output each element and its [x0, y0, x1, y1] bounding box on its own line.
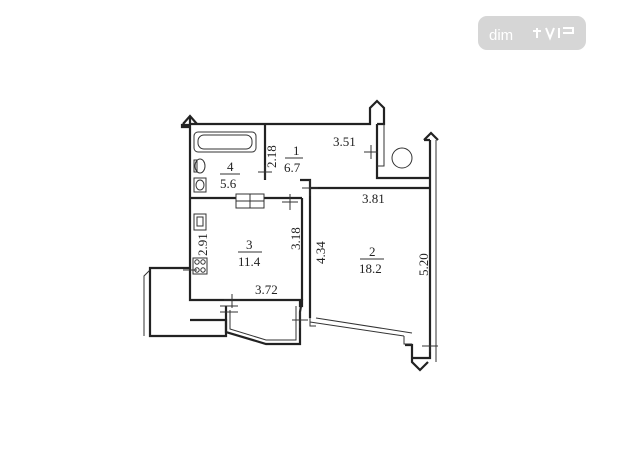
- room-1-area: 6.7: [284, 160, 301, 175]
- dim-2-18: 2.18: [264, 145, 279, 168]
- dim-2-91: 2.91: [195, 233, 210, 256]
- wall-kitchen-room: [300, 188, 312, 318]
- room-1-number: 1: [293, 143, 300, 158]
- room-4-label: 4 5.6: [220, 159, 240, 191]
- fixtures: [192, 131, 413, 275]
- room-4-number: 4: [227, 159, 234, 174]
- balcony-door: [220, 305, 238, 313]
- room-2-area: 18.2: [359, 261, 382, 276]
- tick-3: [282, 194, 298, 210]
- window-room-jambs: [309, 318, 412, 345]
- dim-3-18: 3.18: [288, 227, 303, 250]
- room-4-area: 5.6: [220, 176, 237, 191]
- loggia-left-outline: [148, 266, 228, 338]
- wall-east: [412, 140, 432, 360]
- washing-machine-icon: [235, 193, 265, 209]
- watermark: dim: [478, 16, 586, 50]
- room-3-area: 11.4: [238, 254, 261, 269]
- dim-3-51: 3.51: [333, 134, 356, 149]
- sink-icon: [193, 213, 207, 231]
- room-2-label: 2 18.2: [359, 244, 384, 276]
- room-2-number: 2: [369, 244, 376, 259]
- loggia-left: [143, 266, 228, 338]
- dim-5-20: 5.20: [416, 253, 431, 276]
- room-3-label: 3 11.4: [238, 237, 262, 269]
- outer-walls: [180, 99, 439, 372]
- window-room-inner: [309, 321, 405, 337]
- tick-1: [364, 145, 378, 159]
- tick-8: [422, 340, 438, 352]
- watermark-text: dim: [489, 27, 513, 44]
- balcony-kitchen-outline: [224, 299, 304, 346]
- wall-north: [190, 99, 386, 126]
- tick-7: [292, 312, 308, 328]
- washbasin-icon: [193, 177, 207, 193]
- ventilation-shaft-icon: [391, 147, 413, 169]
- tick-6: [224, 294, 240, 308]
- bathtub-icon: [193, 131, 257, 153]
- wall-break-bottom-right: [405, 343, 429, 372]
- tick-4: [302, 180, 318, 196]
- wall-break-top-right: [423, 131, 439, 142]
- stove-icon: [192, 257, 208, 275]
- room-labels: 1 6.7 2 18.2 3 11.4 4 5.6: [220, 143, 384, 276]
- wall-break-top-left: [182, 114, 198, 125]
- watermark-badge: [478, 16, 586, 50]
- room-1-label: 1 6.7: [284, 143, 303, 175]
- dimension-labels: 3.51 2.18 3.81 3.18 4.34 5.20 2.91 3.72: [195, 134, 431, 297]
- balcony-kitchen-inner: [229, 306, 297, 341]
- dimension-ticks: [183, 145, 438, 352]
- balcony-kitchen: [220, 299, 304, 346]
- room-3-number: 3: [246, 237, 253, 252]
- tick-2: [258, 165, 272, 179]
- wall-west: [180, 116, 304, 308]
- wall-hall-room: [300, 178, 430, 190]
- balcony-edge: [377, 123, 385, 167]
- toilet-icon: [193, 158, 206, 174]
- dim-3-72: 3.72: [255, 282, 278, 297]
- loggia-left-edge: [143, 269, 151, 336]
- ria-logo-icon: [533, 27, 574, 41]
- window-room-outer: [315, 317, 413, 334]
- dim-4-34: 4.34: [313, 241, 328, 264]
- dim-3-81: 3.81: [362, 191, 385, 206]
- wall-north-east-step: [375, 124, 430, 180]
